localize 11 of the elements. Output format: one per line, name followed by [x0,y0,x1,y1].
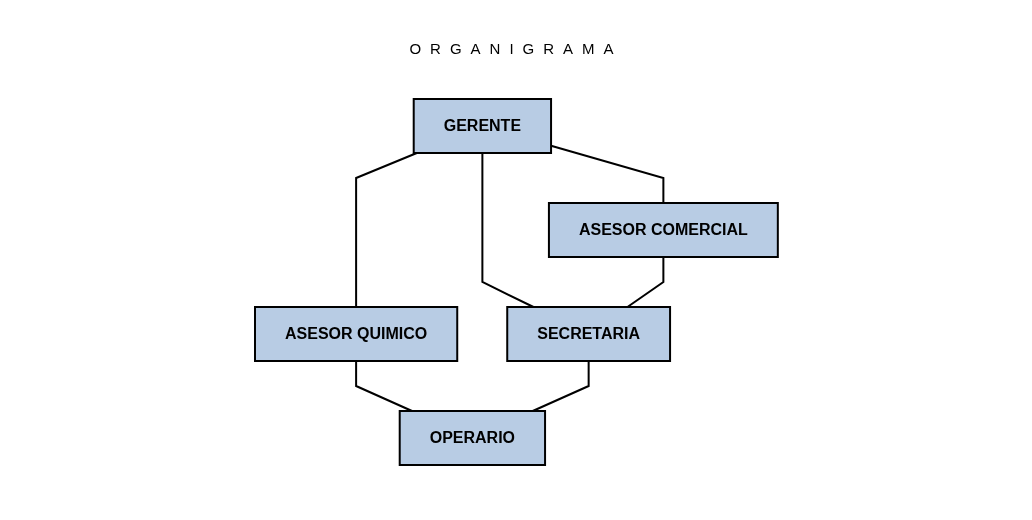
node-box: OPERARIO [398,410,546,466]
connector [354,152,418,308]
connector [354,360,413,412]
connector [626,256,664,308]
node-box: GERENTE [412,98,552,154]
node-box: ASESOR COMERCIAL [547,202,779,258]
node-box: SECRETARIA [505,306,671,362]
connector [531,360,590,412]
connector [480,152,535,308]
node-box: ASESOR QUIMICO [253,306,458,362]
chart-title: ORGANIGRAMA [408,40,624,57]
